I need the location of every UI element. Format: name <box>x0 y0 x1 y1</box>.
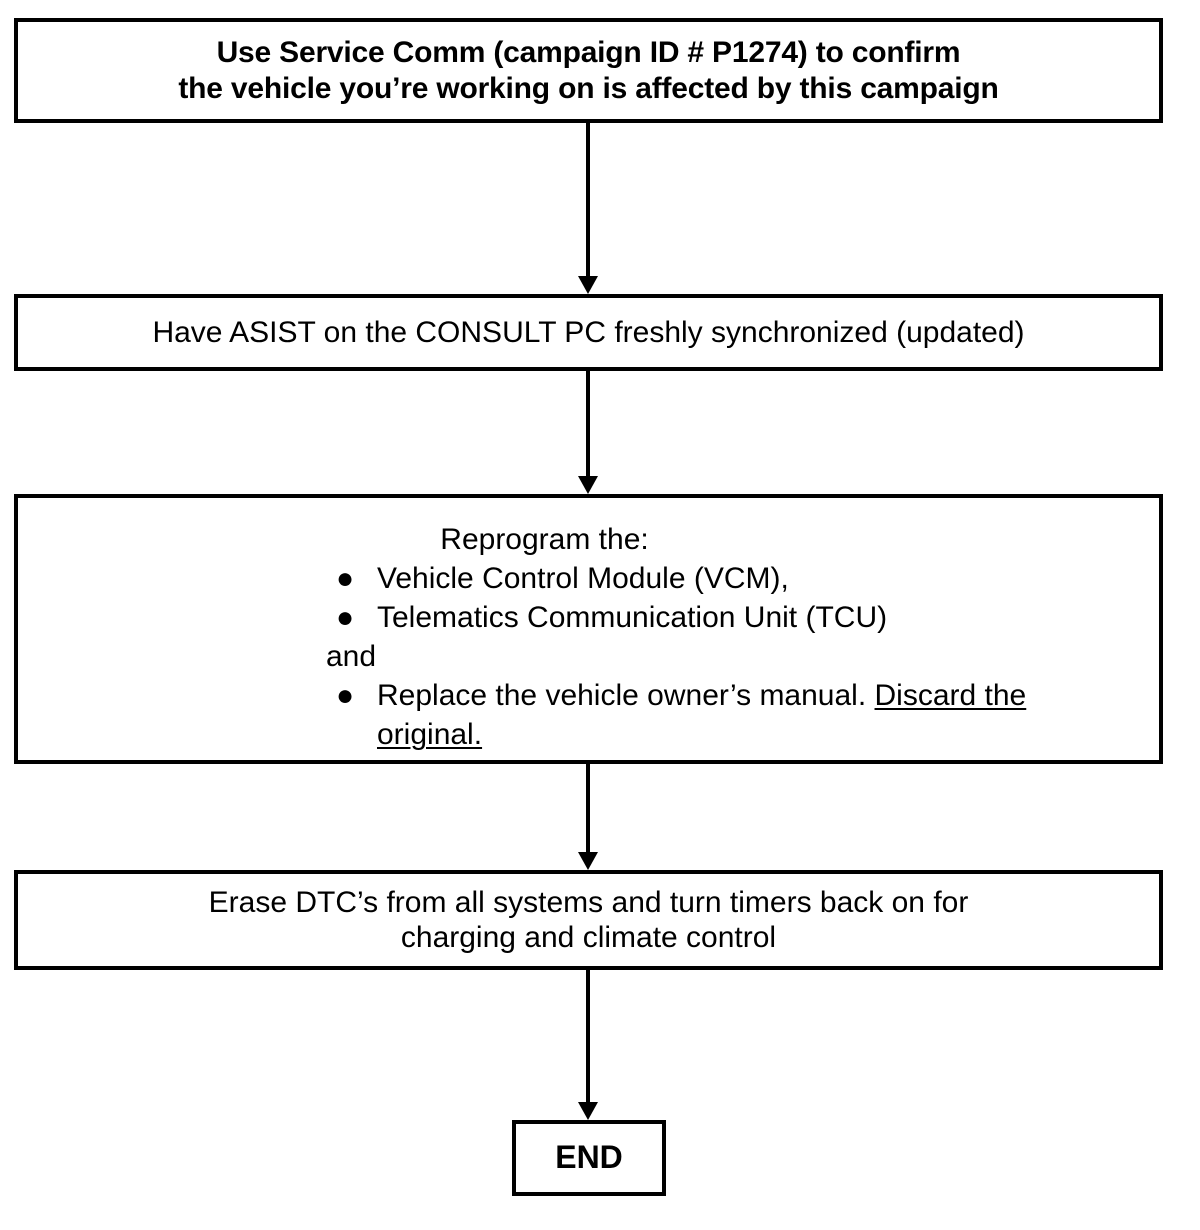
flow-node-asist-sync-label: Have ASIST on the CONSULT PC freshly syn… <box>152 315 1025 349</box>
flow-node-erase-dtc-label: Erase DTC’s from all systems and turn ti… <box>208 885 969 954</box>
arrow-head-down-icon <box>578 276 598 294</box>
arrow-head-down-icon <box>578 476 598 494</box>
list-item-label: Telematics Communication Unit (TCU) <box>377 601 888 634</box>
arrow-erase-to-end <box>578 970 598 1120</box>
arrow-shaft <box>586 370 590 478</box>
flow-node-end: END <box>512 1120 666 1196</box>
list-item: ● Telematics Communication Unit (TCU) <box>18 598 1159 637</box>
list-item-label-emphasis-second: original. <box>377 718 483 751</box>
reprogram-conjunction: and <box>326 640 377 673</box>
bullet-point-icon: ● <box>336 679 355 712</box>
flow-node-reprogram: Reprogram the: ● Vehicle Control Module … <box>14 494 1163 764</box>
arrow-reprogram-to-erase <box>578 763 598 870</box>
arrow-shaft <box>586 763 590 854</box>
reprogram-content: Reprogram the: ● Vehicle Control Module … <box>18 498 1159 754</box>
list-item: ● Vehicle Control Module (VCM), <box>18 559 1159 598</box>
bullet-point-icon: ● <box>336 601 355 634</box>
bullet-point-icon: ● <box>336 562 355 595</box>
reprogram-bullet-list-second: ● Replace the vehicle owner’s manual. Di… <box>18 676 1159 754</box>
list-item-label: Vehicle Control Module (VCM), <box>377 562 789 595</box>
reprogram-heading: Reprogram the: <box>440 523 649 556</box>
arrow-shaft <box>586 122 590 278</box>
flow-node-erase-dtc: Erase DTC’s from all systems and turn ti… <box>14 870 1163 970</box>
arrow-head-down-icon <box>578 1102 598 1120</box>
reprogram-bullet-list: ● Vehicle Control Module (VCM), ● Telema… <box>18 559 1159 637</box>
arrow-asist-to-reprogram <box>578 370 598 494</box>
arrow-confirm-to-asist <box>578 122 598 294</box>
flow-node-asist-sync: Have ASIST on the CONSULT PC freshly syn… <box>14 294 1163 371</box>
arrow-shaft <box>586 970 590 1104</box>
flow-node-confirm-campaign: Use Service Comm (campaign ID # P1274) t… <box>14 18 1163 123</box>
flow-node-end-label: END <box>555 1139 623 1176</box>
arrow-head-down-icon <box>578 852 598 870</box>
list-item-label-plain: Replace the vehicle owner’s manual. <box>377 679 875 712</box>
list-item-label-emphasis-first: Discard the <box>874 679 1027 712</box>
flow-node-confirm-campaign-label: Use Service Comm (campaign ID # P1274) t… <box>178 36 999 105</box>
list-item: ● Replace the vehicle owner’s manual. Di… <box>18 676 1159 754</box>
